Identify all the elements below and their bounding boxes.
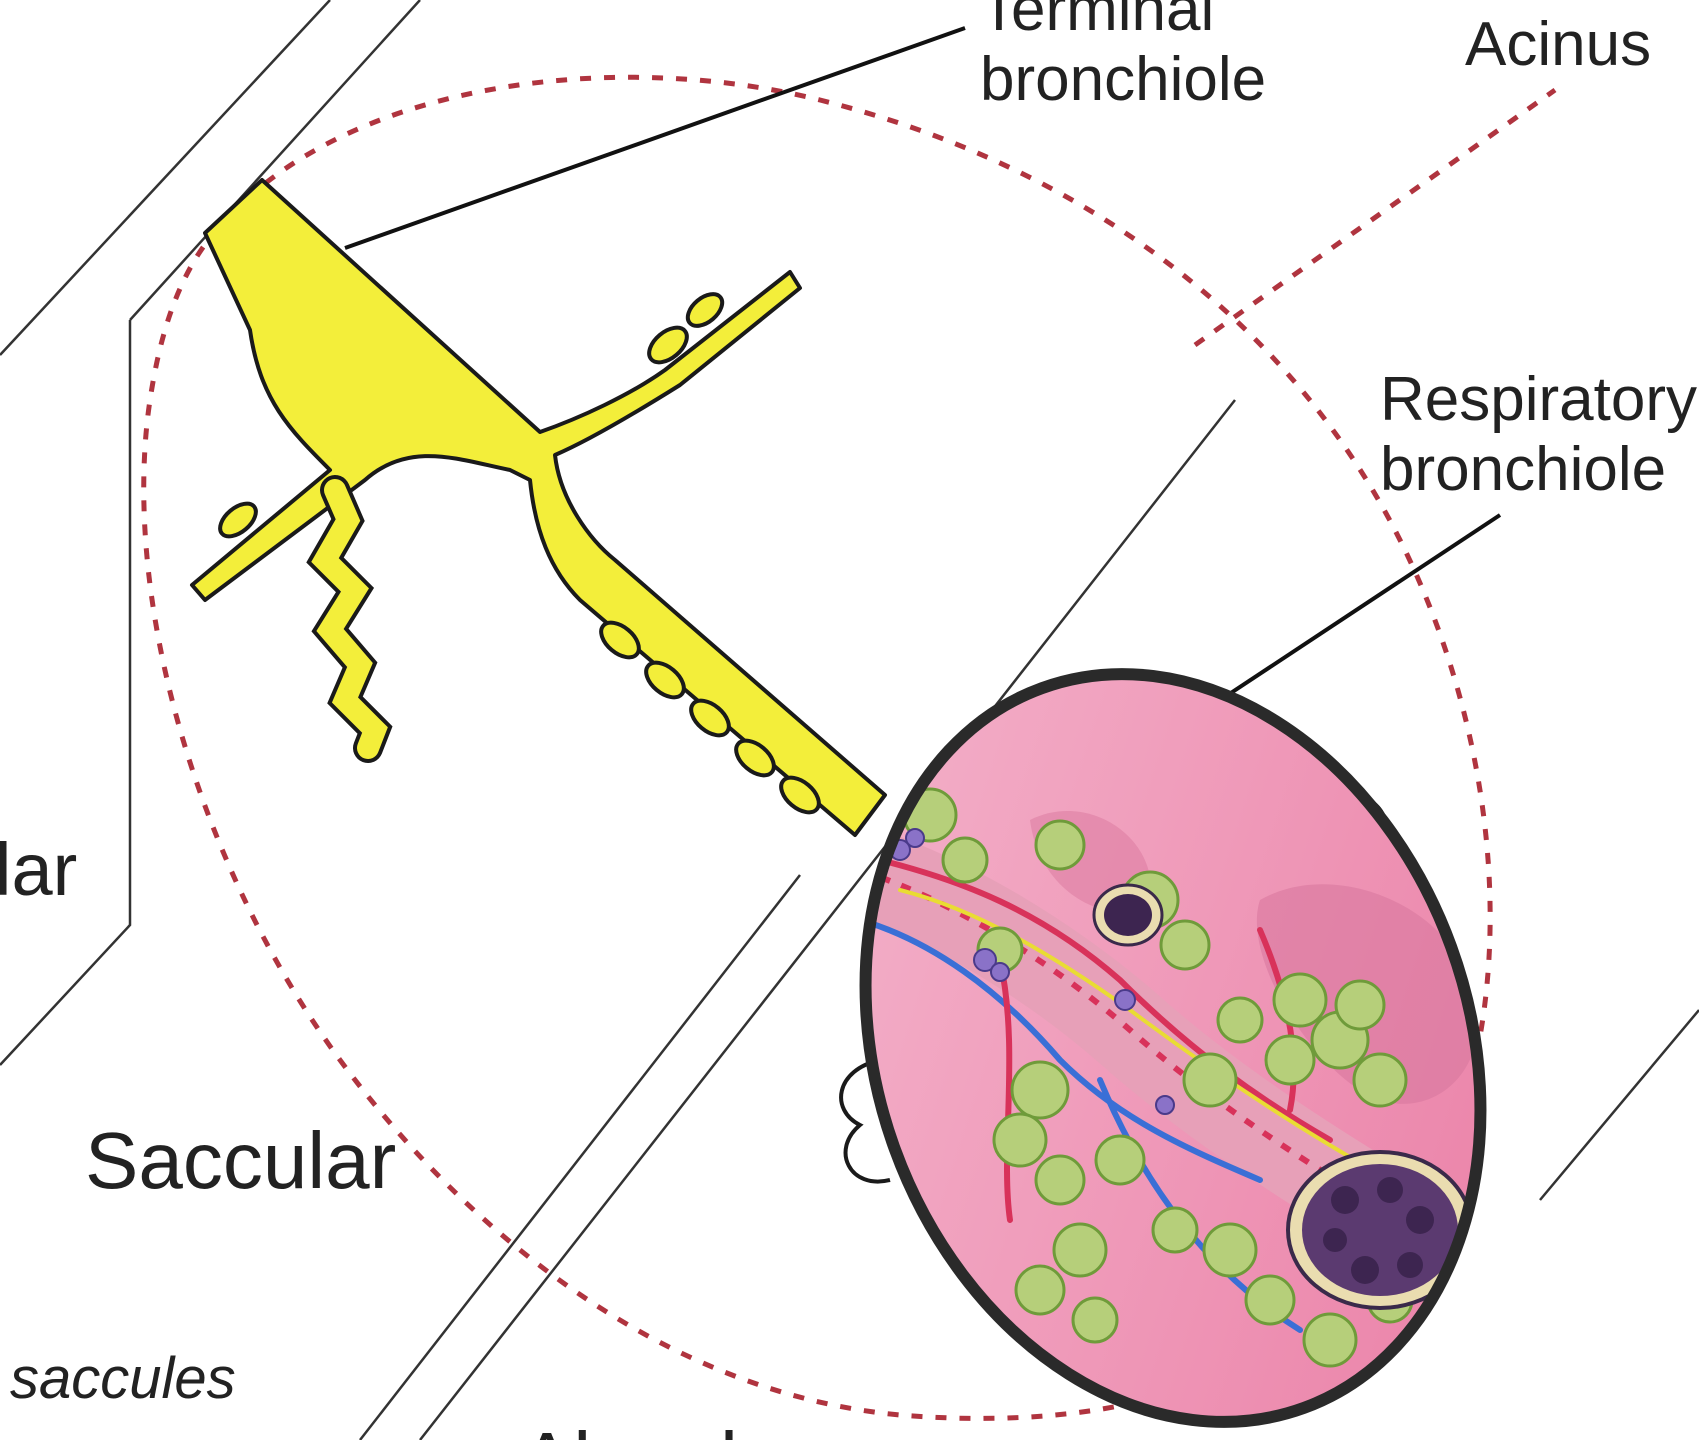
airway-tree	[192, 180, 885, 835]
saccules-label: saccules	[10, 1346, 236, 1411]
canalicular-stage-label: lar	[0, 828, 77, 911]
acinus-label: Acinus	[1465, 10, 1651, 79]
small-bronchiole-cross-section	[1094, 885, 1162, 945]
terminal-bronchiole-label-line1: Terminal	[980, 0, 1214, 44]
terminal-bronchiole-label-line2: bronchiole	[980, 45, 1266, 114]
respiratory-bronchiole-label-line2: bronchiole	[1380, 435, 1666, 504]
magnified-alveoli-inset	[764, 587, 1582, 1440]
saccular-stage-label: Saccular	[85, 1116, 396, 1205]
respiratory-bronchiole-label-line1: Respiratory	[1380, 365, 1697, 434]
alveolar-stage-label: Alveolar	[520, 1416, 809, 1440]
leader-lines	[345, 28, 1500, 720]
